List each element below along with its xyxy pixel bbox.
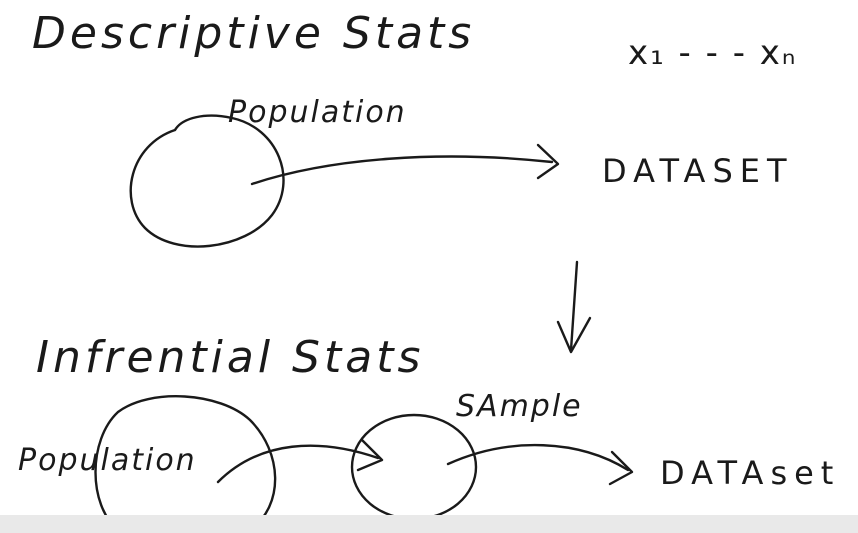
label-dataset-top: DATASET [602,152,794,190]
arrowhead-to-sample [356,438,384,472]
label-population-top: Population [228,95,407,130]
arrow-population-to-sample [216,444,380,484]
label-population-bottom: Population [18,443,197,478]
sample-circle [350,413,478,521]
bottom-strip [0,515,858,533]
heading-inferential-stats: Infrential Stats [36,332,424,383]
label-dataset-bottom: DATAset [660,454,840,492]
arrowhead-to-dataset [536,143,560,180]
arrow-population-to-dataset [250,155,554,186]
variables-x1-to-xn: x₁ - - - xₙ [628,33,797,73]
population-circle-top [129,114,285,248]
arrowhead-down [556,316,592,354]
heading-descriptive-stats: Descriptive Stats [32,8,475,59]
label-sample: SAmple [456,389,583,424]
arrow-sample-to-dataset [446,443,630,472]
population-circle-bottom [94,395,277,532]
arrowhead-to-dataset-bottom [608,450,634,486]
arrow-dataset-to-sample [569,260,579,352]
